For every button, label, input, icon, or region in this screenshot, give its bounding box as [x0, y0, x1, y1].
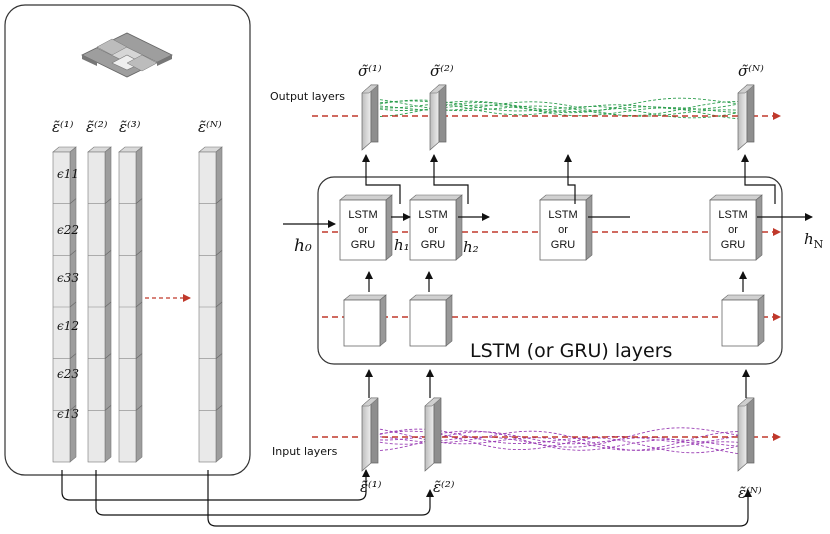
- output-trajectory-curve: [369, 99, 755, 119]
- cell3-to-output: [564, 154, 576, 204]
- lstm-cell-text: or: [558, 224, 568, 236]
- lstm-cell-text: GRU: [421, 239, 446, 251]
- component-label-3: ϵ33: [57, 271, 79, 285]
- component-label-4: ϵ12: [57, 319, 79, 333]
- sigma-label-2: σ̃⁽²⁾: [430, 62, 454, 80]
- connector-eps1: [61, 469, 370, 501]
- lstm-cell-text: GRU: [551, 239, 576, 251]
- strain-label-2: ε̃⁽²⁾: [86, 118, 108, 136]
- hidden-state-h0: h₀: [294, 236, 312, 256]
- connector-eps2: [95, 470, 434, 516]
- sigma-label-1: σ̃⁽¹⁾: [358, 62, 382, 80]
- output-trajectory-curve: [369, 101, 755, 117]
- lstm-cell-text: LSTM: [718, 209, 747, 221]
- connector-epsn: [207, 470, 752, 527]
- lstm-cell-text: or: [728, 224, 738, 236]
- lstm-cell-text: LSTM: [548, 209, 577, 221]
- input-eps-label-2: ε̃⁽²⁾: [433, 478, 455, 496]
- hidden-state-h2: h₂: [463, 238, 479, 256]
- component-label-5: ϵ23: [57, 367, 79, 381]
- cell1-to-output: [362, 154, 401, 204]
- lstm-layers-title: LSTM (or GRU) layers: [470, 340, 672, 362]
- output-layers-label: Output layers: [270, 90, 345, 103]
- strain-column-3: [118, 146, 143, 463]
- hidden-state-hn: hN: [804, 230, 824, 251]
- lstm-cell-text: or: [428, 224, 438, 236]
- component-label-1: ϵ11: [57, 167, 79, 181]
- output-trajectory-curve: [369, 100, 755, 116]
- embed-box-n: [721, 294, 765, 347]
- input-panel-2: [424, 397, 442, 472]
- output-panel-2: [429, 84, 447, 151]
- strain-label-n: ε̃⁽ᴺ⁾: [198, 118, 222, 136]
- input-panel-1: [361, 397, 379, 472]
- lstm-cell-text: GRU: [721, 239, 746, 251]
- embed-box-2: [409, 294, 453, 347]
- embed-box-1: [343, 294, 387, 347]
- input-eps-label-1: ε̃⁽¹⁾: [360, 478, 382, 496]
- output-trajectory-curve: [369, 102, 755, 121]
- strain-column-1: [52, 146, 77, 463]
- lstm-cell-text: GRU: [351, 239, 376, 251]
- output-panel-n: [737, 84, 755, 151]
- output-panel-1: [361, 84, 379, 151]
- woven-fabric-icon: [81, 32, 173, 78]
- component-label-2: ϵ22: [57, 223, 79, 237]
- celln-to-output: [741, 154, 776, 204]
- output-trajectory-curve: [369, 100, 755, 117]
- input-layers-label: Input layers: [272, 445, 338, 458]
- strain-column-n: [198, 146, 223, 463]
- component-label-6: ϵ13: [57, 407, 79, 421]
- sigma-label-n: σ̃⁽ᴺ⁾: [738, 62, 764, 80]
- hidden-state-h1: h₁: [394, 236, 410, 254]
- strain-label-1: ε̃⁽¹⁾: [52, 118, 74, 136]
- lstm-cell-text: or: [358, 224, 368, 236]
- output-trajectory-curve: [369, 97, 755, 114]
- input-panel-n: [737, 397, 755, 472]
- lstm-cell-text: LSTM: [348, 209, 377, 221]
- cell2-to-output: [430, 154, 469, 204]
- input-eps-label-n: ε̃⁽ᴺ⁾: [738, 484, 762, 502]
- strain-column-2: [87, 146, 112, 463]
- strain-label-3: ε̃⁽³⁾: [119, 118, 141, 136]
- lstm-cell-text: LSTM: [418, 209, 447, 221]
- output-trajectory-curve: [369, 98, 755, 116]
